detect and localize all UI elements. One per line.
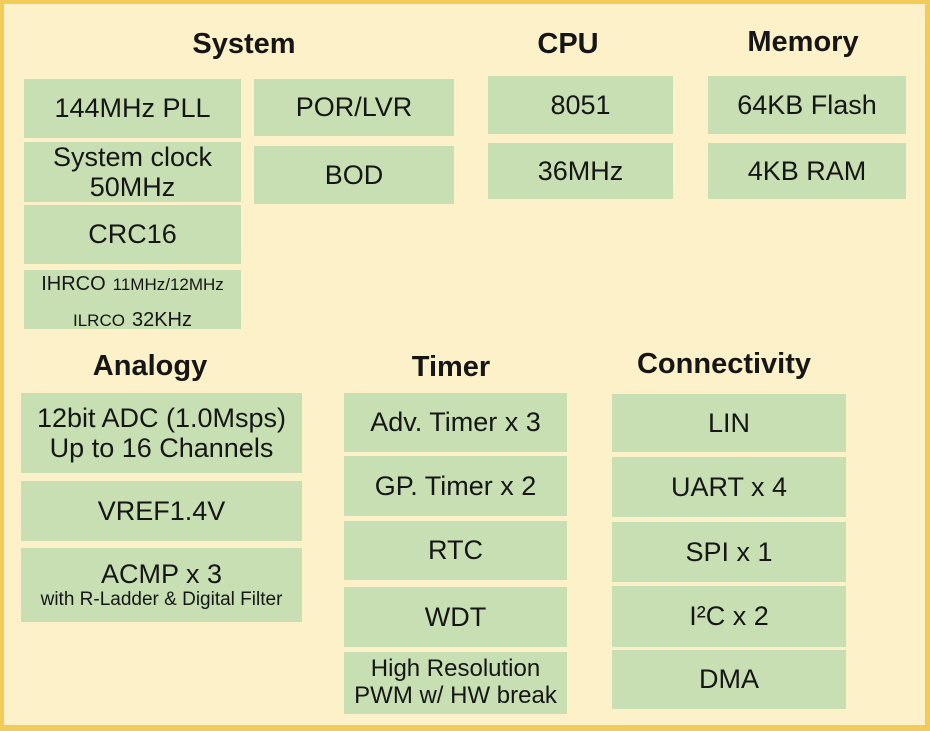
box-dma: DMA: [612, 650, 846, 709]
osc-ihrco-label: IHRCO: [41, 273, 106, 296]
box-vref: VREF1.4V: [21, 481, 302, 541]
section-title-timer: Timer: [411, 351, 491, 383]
section-title-system: System: [192, 28, 296, 60]
section-title-cpu: CPU: [537, 28, 599, 60]
box-uart: UART x 4: [612, 457, 846, 517]
box-cpu-frequency: 36MHz: [488, 143, 673, 199]
box-8051-core: 8051: [488, 76, 673, 134]
box-line: IHRCO 11MHz/12MHz: [41, 264, 224, 299]
box-line: High Resolution: [370, 655, 541, 683]
box-line: ACMP x 3: [100, 559, 223, 590]
box-144mhz-pll: 144MHz PLL: [24, 79, 241, 138]
box-lin: LIN: [612, 394, 846, 452]
osc-ihrco-freq: 11MHz/12MHz: [112, 275, 224, 295]
osc-ilrco-freq: 32KHz: [131, 308, 192, 331]
box-line: PWM w/ HW break: [354, 682, 557, 709]
box-hr-pwm: High Resolution PWM w/ HW break: [344, 652, 567, 714]
box-system-clock: System clock 50MHz: [24, 142, 241, 202]
box-wdt: WDT: [344, 587, 567, 647]
box-line: 50MHz: [89, 172, 176, 202]
box-flash: 64KB Flash: [708, 76, 906, 134]
box-por-lvr: POR/LVR: [254, 79, 454, 136]
box-line: System clock: [52, 141, 213, 172]
box-i2c: I²C x 2: [612, 586, 846, 647]
box-gp-timer: GP. Timer x 2: [344, 456, 567, 516]
box-ram: 4KB RAM: [708, 143, 906, 199]
box-line: 12bit ADC (1.0Msps): [36, 402, 287, 433]
osc-ilrco-label: ILRCO: [73, 310, 125, 330]
box-crc16: CRC16: [24, 205, 241, 264]
section-title-connectivity: Connectivity: [636, 348, 812, 380]
box-bod: BOD: [254, 146, 454, 204]
box-rtc: RTC: [344, 521, 567, 580]
section-title-memory: Memory: [747, 26, 859, 58]
box-adc: 12bit ADC (1.0Msps) Up to 16 Channels: [21, 393, 302, 473]
box-line: with R-Ladder & Digital Filter: [40, 589, 283, 611]
box-line: ILRCO 32KHz: [73, 300, 192, 335]
box-line: Up to 16 Channels: [49, 433, 274, 463]
section-title-analogy: Analogy: [92, 350, 208, 382]
box-spi: SPI x 1: [612, 522, 846, 582]
box-acmp: ACMP x 3 with R-Ladder & Digital Filter: [21, 548, 302, 622]
box-oscillators: IHRCO 11MHz/12MHz ILRCO 32KHz: [24, 270, 241, 331]
box-adv-timer: Adv. Timer x 3: [344, 393, 567, 452]
